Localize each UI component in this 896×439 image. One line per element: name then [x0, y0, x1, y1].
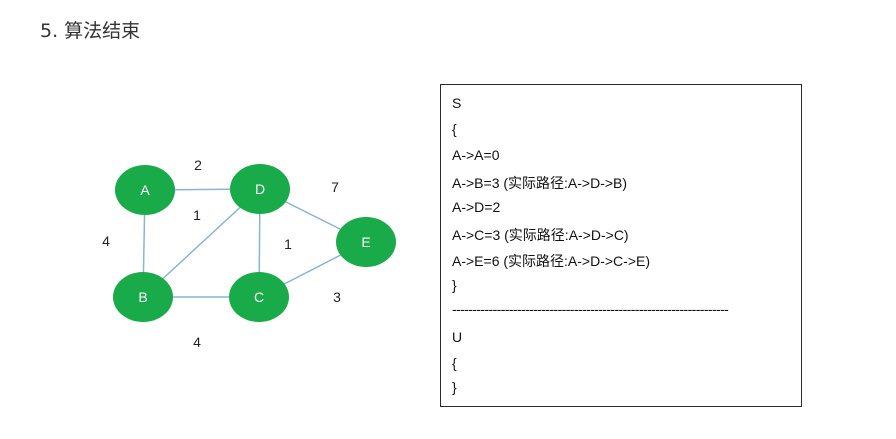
node-b	[113, 272, 173, 322]
node-c	[229, 272, 289, 322]
set-s-label: S	[452, 95, 462, 111]
set-s-close-brace: }	[452, 277, 457, 293]
node-label-a: A	[140, 182, 150, 198]
edge-weight-d-c: 1	[284, 236, 292, 252]
edge-weight-b-c: 4	[193, 334, 201, 350]
divider: ----------------------------------------…	[452, 301, 729, 317]
graph-diagram: 2 4 1 1 7 4 3 A B C D E	[102, 157, 396, 350]
edge-weight-c-e: 3	[333, 289, 341, 305]
distance-a-d: A->D=2	[452, 199, 501, 215]
distance-a-a: A->A=0	[452, 147, 500, 163]
edge-weight-d-e: 7	[331, 179, 339, 195]
node-d	[230, 164, 290, 214]
edge-weight-a-b: 4	[102, 233, 110, 249]
distance-a-b: A->B=3 (实际路径:A->D->B)	[452, 175, 628, 191]
set-u-open-brace: {	[452, 355, 457, 371]
edge-weight-a-d: 2	[194, 157, 202, 173]
distance-a-e: A->E=6 (实际路径:A->D->C->E)	[452, 253, 650, 269]
set-s-open-brace: {	[452, 121, 457, 137]
node-a	[115, 165, 175, 215]
result-box: S { A->A=0 A->B=3 (实际路径:A->D->B) A->D=2 …	[440, 84, 802, 407]
node-label-b: B	[138, 289, 147, 305]
edge-weight-b-d: 1	[193, 207, 201, 223]
node-e	[336, 217, 396, 267]
node-label-e: E	[361, 234, 370, 250]
node-label-c: C	[254, 289, 264, 305]
set-u-close-brace: }	[452, 379, 457, 395]
distance-a-c: A->C=3 (实际路径:A->D->C)	[452, 227, 629, 243]
node-label-d: D	[255, 181, 265, 197]
step-heading: 5. 算法结束	[40, 20, 141, 42]
set-u-label: U	[452, 329, 463, 345]
